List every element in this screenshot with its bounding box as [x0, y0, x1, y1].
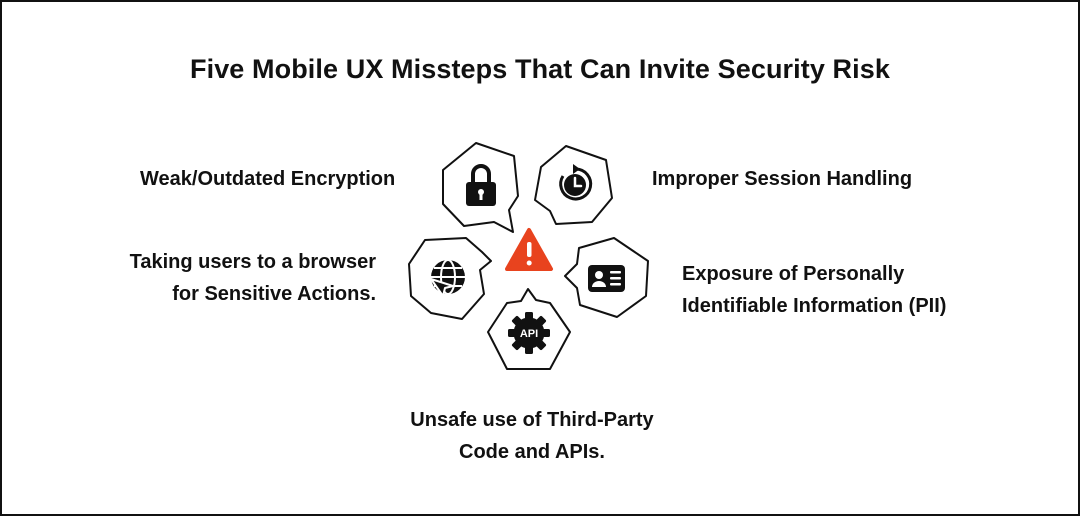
- browser-hexagon: [408, 237, 492, 320]
- label-line: Identifiable Information (PII): [682, 295, 947, 317]
- page-title: Five Mobile UX Missteps That Can Invite …: [190, 54, 890, 84]
- label-line: Exposure of Personally: [682, 263, 905, 285]
- id-card-icon: [588, 265, 625, 292]
- api-hexagon: API: [487, 288, 571, 370]
- label-line: for Sensitive Actions.: [172, 283, 376, 305]
- api-icon-text: API: [520, 328, 538, 340]
- pii-hexagon: [564, 237, 649, 318]
- session-hexagon: [534, 145, 613, 225]
- encryption-hexagon: [442, 142, 519, 233]
- label-line: Improper Session Handling: [652, 168, 913, 190]
- label-line: Weak/Outdated Encryption: [140, 168, 396, 190]
- globe-cursor-icon: [430, 259, 465, 297]
- lock-icon: [466, 164, 496, 206]
- label-browser: Taking users to a browser for Sensitive …: [130, 246, 376, 310]
- label-line: Code and APIs.: [459, 441, 605, 463]
- label-pii: Exposure of Personally Identifiable Info…: [682, 258, 946, 322]
- api-gear-icon: API: [508, 312, 550, 354]
- session-timer-icon: [559, 164, 593, 201]
- label-line: Taking users to a browser: [129, 251, 376, 273]
- label-api: Unsafe use of Third-Party Code and APIs.: [330, 404, 734, 468]
- label-session: Improper Session Handling: [652, 163, 912, 195]
- label-encryption: Weak/Outdated Encryption: [140, 163, 395, 195]
- label-line: Unsafe use of Third-Party: [410, 409, 654, 431]
- warning-triangle-icon: [505, 228, 553, 271]
